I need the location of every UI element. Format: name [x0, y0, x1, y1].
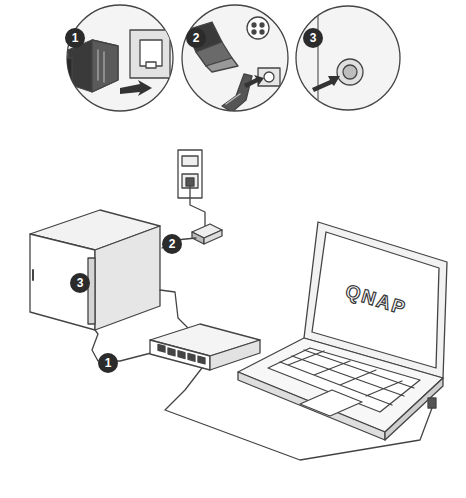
- callout-number: 1: [65, 28, 85, 48]
- power-detail: [182, 5, 288, 112]
- laptop: [238, 222, 447, 440]
- network-switch: [150, 324, 260, 370]
- callout-number: 2: [162, 234, 182, 254]
- callout-number: 3: [303, 28, 323, 48]
- button-detail: [296, 6, 400, 110]
- callout-number: 3: [70, 273, 90, 293]
- callout-number: 1: [98, 353, 118, 373]
- callout-number: 2: [186, 28, 206, 48]
- nas-device: [30, 210, 160, 330]
- brand-logo: QNAP: [341, 280, 411, 321]
- power-outlet: [178, 150, 205, 228]
- ethernet-detail: [60, 5, 173, 111]
